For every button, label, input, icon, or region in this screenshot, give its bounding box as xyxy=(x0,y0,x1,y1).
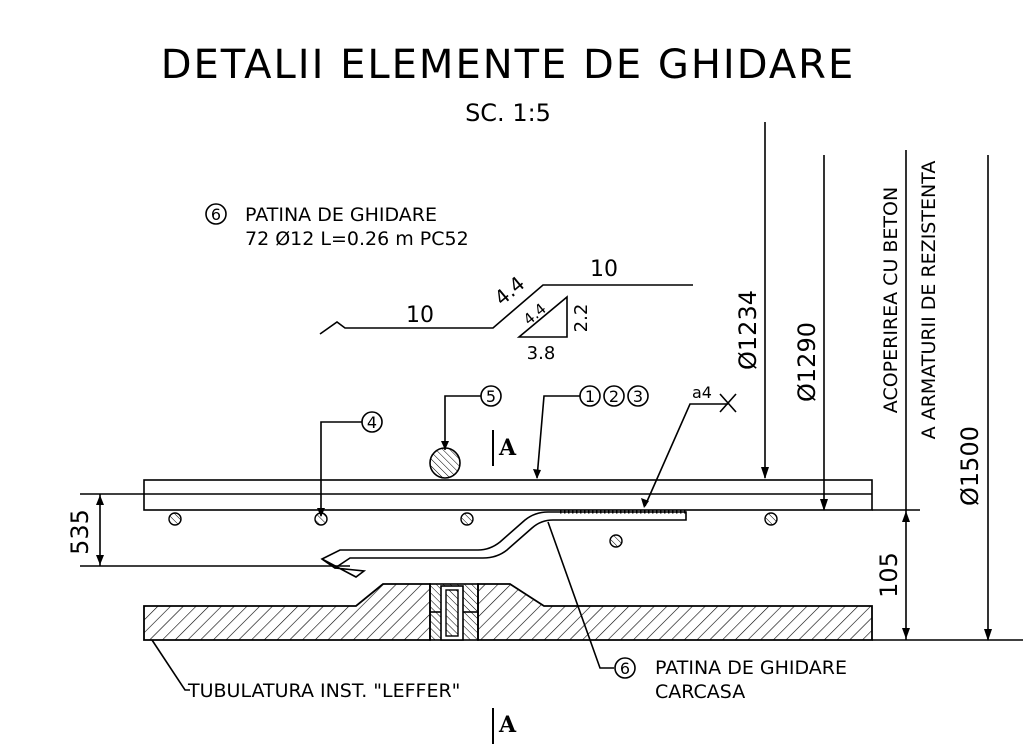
arrowhead xyxy=(902,511,910,522)
arrowhead xyxy=(317,508,325,517)
mark-5: 5 xyxy=(486,387,496,406)
arrowhead xyxy=(641,498,649,508)
item6-mark: 6 xyxy=(211,205,221,224)
leader-5: 5 xyxy=(441,385,502,450)
tri-base-label: 3.8 xyxy=(527,343,556,364)
leffer-label: TUBULATURA INST. "LEFFER" xyxy=(187,680,460,702)
weld-size: a4 xyxy=(692,383,712,402)
mark-circle xyxy=(205,203,227,225)
dim-1290-label: Ø1290 xyxy=(793,322,821,402)
item6-spec: 72 Ø12 L=0.26 m PC52 xyxy=(245,228,469,250)
bar-shape-line xyxy=(319,284,693,335)
cover-note: ACOPERIREA CU BETON A ARMATURII DE REZIS… xyxy=(880,150,940,640)
patina-callout: 6 PATINA DE GHIDARE CARCASA xyxy=(547,521,847,703)
section-label: A xyxy=(498,712,517,738)
dim-535-label: 535 xyxy=(66,509,94,555)
arrowhead xyxy=(820,499,828,511)
mark-4: 4 xyxy=(367,413,377,432)
arrowhead xyxy=(533,469,541,479)
plate-outline xyxy=(143,479,873,511)
mark-circle xyxy=(603,385,625,407)
base-right xyxy=(477,583,873,641)
drawing-title: DETALII ELEMENTE DE GHIDARE xyxy=(161,42,856,88)
mark-1: 1 xyxy=(585,387,595,406)
dim-1234-label: Ø1234 xyxy=(734,290,762,370)
item6-name: PATINA DE GHIDARE xyxy=(245,204,437,226)
dim-1234: Ø1234 xyxy=(734,122,769,479)
arrowhead xyxy=(96,555,104,565)
mark-2: 2 xyxy=(609,387,619,406)
leader-line xyxy=(547,521,614,669)
rebar-dot xyxy=(764,512,778,526)
mark-3: 3 xyxy=(633,387,643,406)
mark-circle xyxy=(579,385,601,407)
rebar-dot xyxy=(168,512,182,526)
tri-hyp-label: 4.4 xyxy=(520,300,550,329)
mark-circle xyxy=(627,385,649,407)
dim-105: 105 xyxy=(872,509,1023,641)
mark-circle xyxy=(614,657,636,679)
arrowhead xyxy=(902,628,910,639)
bar-shape-triangle xyxy=(516,295,568,338)
mark-circle xyxy=(480,385,502,407)
base-left xyxy=(143,583,431,641)
bar-5-section xyxy=(429,447,461,479)
rebar-sections xyxy=(168,512,778,548)
patina-mark: 6 xyxy=(620,659,630,678)
leader-line xyxy=(444,395,481,450)
arrowhead xyxy=(761,467,769,479)
dim-1500-label: Ø1500 xyxy=(956,426,984,506)
patina-line2: CARCASA xyxy=(655,681,745,703)
arrowhead xyxy=(441,441,449,450)
seg-left-label: 10 xyxy=(406,303,434,328)
item6-legend: 6 PATINA DE GHIDARE 72 Ø12 L=0.26 m PC52 xyxy=(205,203,469,250)
note-line-2: A ARMATURII DE REZISTENTA xyxy=(918,161,940,440)
patina-line1: PATINA DE GHIDARE xyxy=(655,657,847,679)
note-line-1: ACOPERIREA CU BETON xyxy=(880,187,902,413)
section-label: A xyxy=(498,435,517,461)
rebar-dot xyxy=(460,512,474,526)
section-a-bottom: A xyxy=(492,708,517,744)
seg-right-label: 10 xyxy=(590,257,618,282)
leader-123: 1 2 3 xyxy=(533,385,649,479)
weld-cross xyxy=(719,393,737,413)
formwork-plate xyxy=(143,479,873,511)
arrowhead xyxy=(984,629,992,641)
dim-1290: Ø1290 xyxy=(793,155,828,511)
seg-diag-label: 4.4 xyxy=(490,271,530,310)
arrowhead xyxy=(96,495,104,505)
tube-bolt xyxy=(445,589,459,637)
guide-skid xyxy=(320,510,687,578)
mark-circle xyxy=(361,411,383,433)
skid-tip xyxy=(321,558,367,578)
leader-line xyxy=(536,395,580,479)
bar-shape-sketch: 10 10 4.4 4.4 2.2 3.8 xyxy=(319,257,693,364)
dim-535: 535 xyxy=(66,493,350,567)
leffer-callout: TUBULATURA INST. "LEFFER" xyxy=(151,639,460,702)
leader-4: 4 xyxy=(317,411,383,517)
section-a-top: A xyxy=(492,430,517,466)
weld-symbol: a4 xyxy=(641,383,737,508)
skid-profile xyxy=(320,511,687,569)
dim-1500: Ø1500 xyxy=(956,155,992,641)
base-section xyxy=(143,583,873,641)
drawing-scale: SC. 1:5 xyxy=(465,99,551,127)
tri-vert-label: 2.2 xyxy=(571,304,592,333)
rebar-dot xyxy=(609,534,623,548)
leader-line xyxy=(320,421,362,516)
leader-line xyxy=(644,403,728,507)
leader-line xyxy=(151,639,190,691)
dim-105-label: 105 xyxy=(875,552,903,598)
